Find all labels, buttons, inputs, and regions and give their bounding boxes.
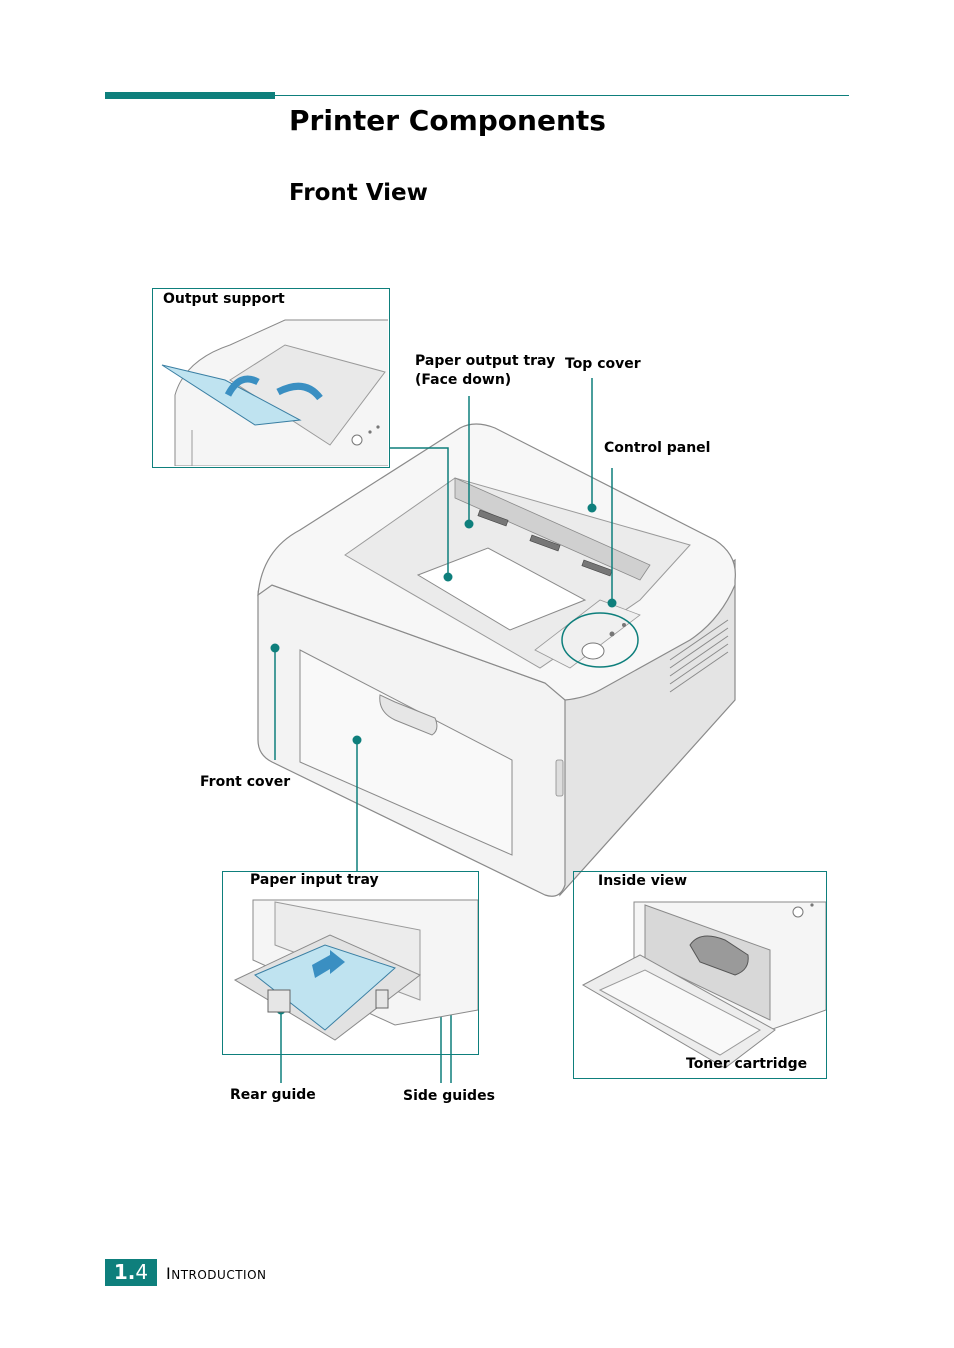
label-control-panel: Control panel <box>604 440 711 456</box>
page-number-minor: 4 <box>135 1260 149 1284</box>
page-title: Printer Components <box>289 104 606 137</box>
label-paper-output-tray-note: (Face down) <box>415 372 512 388</box>
page-number: 1.4 <box>105 1259 157 1286</box>
label-output-support: Output support <box>163 291 285 307</box>
label-side-guides: Side guides <box>403 1088 495 1104</box>
inset-inside-view-frame <box>573 871 827 1079</box>
footer-section-initial: I <box>166 1264 172 1283</box>
inset-output-support-drawing <box>161 319 388 466</box>
label-front-cover: Front cover <box>200 774 291 790</box>
inset-paper-input-drawing <box>233 899 478 1041</box>
label-rear-guide: Rear guide <box>230 1087 316 1103</box>
label-top-cover: Top cover <box>565 356 641 372</box>
label-inside-view: Inside view <box>598 873 688 889</box>
label-toner-cartridge: Toner cartridge <box>686 1056 808 1072</box>
inset-inside-view-drawing <box>581 901 826 1069</box>
label-paper-output-tray: Paper output tray <box>415 353 556 369</box>
header-rule-thin <box>275 95 849 96</box>
header-rule-thick <box>105 92 275 99</box>
footer-section-rest: NTRODUCTION <box>171 1268 267 1282</box>
section-heading: Front View <box>289 180 428 206</box>
inset-output-support-frame <box>152 288 390 468</box>
page-number-major: 1. <box>113 1260 136 1284</box>
footer-section-title: INTRODUCTION <box>166 1264 267 1283</box>
label-paper-input-tray: Paper input tray <box>250 872 379 888</box>
inset-paper-input-frame <box>222 871 479 1055</box>
printer-main-drawing <box>257 423 736 897</box>
